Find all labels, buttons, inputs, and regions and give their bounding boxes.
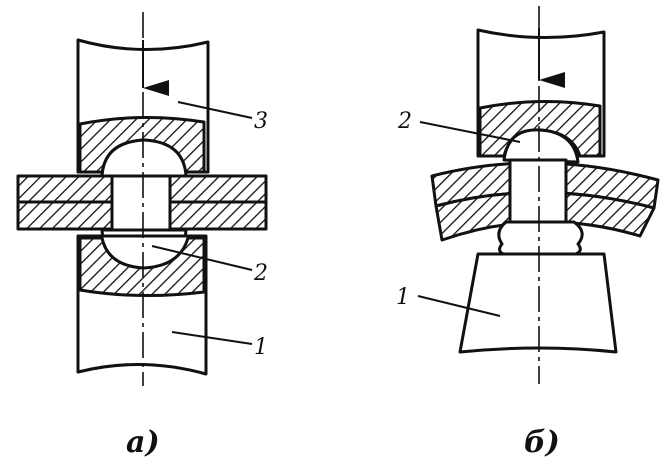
label-b-1: 1 (396, 285, 410, 310)
leader-a-1 (171, 331, 253, 345)
leader-a-3 (177, 101, 253, 119)
leader-a-2 (151, 245, 253, 271)
rivet-b (497, 128, 584, 258)
panel-a: 3 2 1 а) (16, 12, 268, 460)
lower-die-a (76, 234, 208, 376)
label-a-3: 3 (254, 109, 268, 134)
caption-a: а) (126, 425, 160, 460)
panel-b: 2 1 б) (396, 6, 660, 460)
label-a-1: 1 (254, 335, 268, 360)
leader-b-1 (417, 295, 501, 317)
leader-b-2 (419, 121, 521, 143)
caption-b: б) (524, 425, 560, 460)
label-b-2: 2 (397, 109, 412, 134)
label-a-2: 2 (253, 261, 268, 286)
lower-die-b (458, 252, 618, 354)
